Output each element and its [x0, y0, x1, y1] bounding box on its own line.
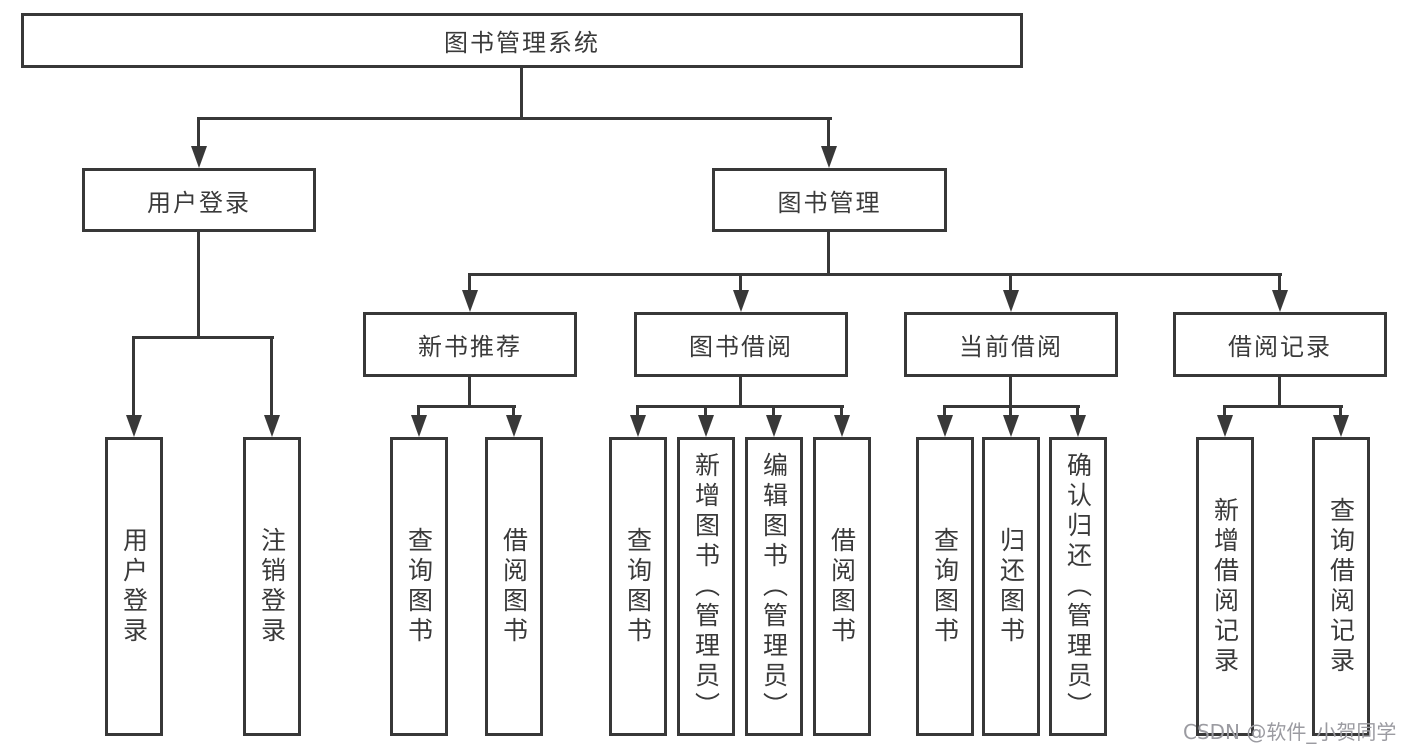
connector [417, 405, 516, 408]
connector [468, 377, 471, 405]
leaf-query-books-current-label: 查询图书 [930, 526, 960, 647]
connector [417, 405, 420, 417]
connector [704, 405, 707, 417]
connector [827, 232, 830, 273]
connector [512, 405, 515, 417]
connector [197, 117, 832, 120]
connector [636, 405, 639, 417]
connector [739, 377, 742, 405]
arrow-down [821, 146, 837, 168]
arrow-down [630, 415, 646, 437]
node-current-borrowing: 当前借阅 [904, 312, 1118, 377]
connector [1278, 377, 1281, 405]
connector [468, 273, 471, 292]
node-library-system: 图书管理系统 [21, 13, 1023, 68]
arrow-down [1272, 290, 1288, 312]
node-user-login: 用户登录 [82, 168, 316, 232]
leaf-query-books-recommend: 查询图书 [390, 437, 448, 736]
node-borrowing-records-label: 借阅记录 [1228, 333, 1332, 361]
leaf-borrow-books-borrow: 借阅图书 [813, 437, 871, 736]
arrow-down [698, 415, 714, 437]
leaf-return-books-label: 归还图书 [996, 526, 1026, 647]
leaf-return-books: 归还图书 [982, 437, 1040, 736]
leaf-add-books-admin-label: 新增图书（管理员） [691, 451, 721, 722]
leaf-query-borrow-record-label: 查询借阅记录 [1326, 496, 1356, 677]
arrow-down [462, 290, 478, 312]
node-book-management-label: 图书管理 [777, 188, 882, 217]
connector [1076, 405, 1079, 417]
arrow-down [937, 415, 953, 437]
node-user-login-label: 用户登录 [147, 188, 251, 217]
connector [468, 273, 1282, 276]
node-book-management: 图书管理 [712, 168, 947, 232]
arrow-down [1003, 415, 1019, 437]
leaf-user-login: 用户登录 [105, 437, 163, 736]
arrow-down [411, 415, 427, 437]
leaf-query-books-borrow-label: 查询图书 [623, 526, 653, 647]
connector [1009, 273, 1012, 292]
connector [1223, 405, 1226, 417]
connector [840, 405, 843, 417]
connector [1339, 405, 1342, 417]
leaf-query-books-current: 查询图书 [916, 437, 974, 736]
connector [197, 117, 200, 148]
connector [520, 68, 523, 117]
connector [1009, 405, 1012, 417]
leaf-edit-books-admin: 编辑图书（管理员） [745, 437, 803, 736]
leaf-add-borrow-record: 新增借阅记录 [1196, 437, 1254, 736]
leaf-borrow-books-recommend: 借阅图书 [485, 437, 543, 736]
arrow-down [733, 290, 749, 312]
leaf-logout: 注销登录 [243, 437, 301, 736]
arrow-down [1070, 415, 1086, 437]
leaf-borrow-books-recommend-label: 借阅图书 [499, 526, 529, 647]
node-new-book-recommendation: 新书推荐 [363, 312, 577, 377]
csdn-watermark: CSDN @软件_小贺同学 [1183, 720, 1397, 744]
arrow-down [1217, 415, 1233, 437]
connector [943, 405, 946, 417]
leaf-add-borrow-record-label: 新增借阅记录 [1210, 496, 1240, 677]
leaf-query-borrow-record: 查询借阅记录 [1312, 437, 1370, 736]
arrow-down [264, 415, 280, 437]
connector [636, 405, 844, 408]
connector [772, 405, 775, 417]
node-current-borrowing-label: 当前借阅 [959, 333, 1063, 361]
connector [827, 117, 830, 148]
connector [270, 336, 273, 417]
node-book-borrowing-label: 图书借阅 [689, 333, 793, 361]
leaf-query-books-borrow: 查询图书 [609, 437, 667, 736]
leaf-logout-label: 注销登录 [257, 526, 287, 647]
connector [197, 232, 200, 336]
connector [739, 273, 742, 292]
leaf-confirm-return-admin: 确认归还（管理员） [1049, 437, 1107, 736]
leaf-query-books-recommend-label: 查询图书 [404, 526, 434, 647]
arrow-down [506, 415, 522, 437]
connector [1278, 273, 1281, 292]
leaf-edit-books-admin-label: 编辑图书（管理员） [759, 451, 789, 722]
leaf-user-login-label: 用户登录 [119, 526, 149, 647]
connector [1009, 377, 1012, 405]
connector [1223, 405, 1343, 408]
arrow-down [1333, 415, 1349, 437]
leaf-borrow-books-borrow-label: 借阅图书 [827, 526, 857, 647]
connector [132, 336, 274, 339]
arrow-down [126, 415, 142, 437]
node-book-borrowing: 图书借阅 [634, 312, 848, 377]
arrow-down [191, 146, 207, 168]
arrow-down [834, 415, 850, 437]
arrow-down [1003, 290, 1019, 312]
node-library-system-label: 图书管理系统 [444, 29, 600, 57]
leaf-confirm-return-admin-label: 确认归还（管理员） [1063, 451, 1093, 722]
node-borrowing-records: 借阅记录 [1173, 312, 1387, 377]
connector [132, 336, 135, 417]
leaf-add-books-admin: 新增图书（管理员） [677, 437, 735, 736]
node-new-book-recommendation-label: 新书推荐 [418, 333, 522, 361]
arrow-down [766, 415, 782, 437]
